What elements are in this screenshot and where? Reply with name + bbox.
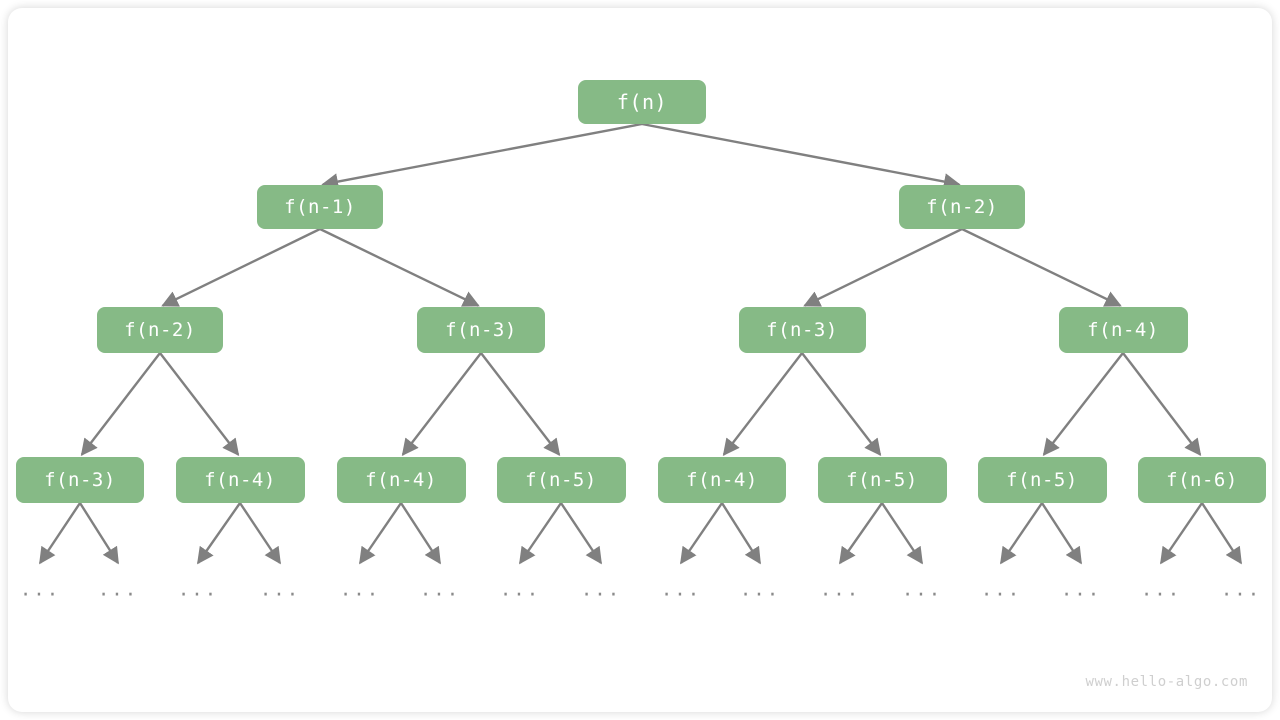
- tree-edge: [159, 352, 240, 456]
- leaf-stub-edge: [680, 502, 723, 565]
- tree-edge: [722, 352, 803, 456]
- ellipsis-label: ...: [19, 578, 61, 601]
- ellipsis-label: ...: [660, 578, 702, 601]
- tree-edge: [401, 352, 482, 456]
- edge-group: [80, 122, 1202, 456]
- ellipsis-label: ...: [499, 578, 541, 601]
- tree-edge: [319, 227, 480, 307]
- leaf-stub-edge: [78, 502, 120, 565]
- tree-edge: [480, 352, 561, 456]
- tree-node-label: f(n-5): [1006, 468, 1078, 491]
- tree-node-label: f(n): [616, 90, 668, 114]
- leaf-stub-edge: [399, 502, 442, 565]
- tree-edge: [801, 352, 882, 456]
- tree-edge: [161, 227, 321, 307]
- tree-node: f(n): [578, 80, 706, 124]
- tree-node-label: f(n-6): [1166, 468, 1238, 491]
- tree-node: f(n-3): [16, 457, 144, 503]
- recursion-tree: f(n) f(n-1) f(n-2) f(n-2) f(n-3) f(n-3) f(n-4)…: [8, 8, 1272, 712]
- tree-node: f(n-5): [496, 457, 626, 503]
- tree-node-label: f(n-2): [926, 195, 998, 218]
- ellipsis-label: ...: [1060, 578, 1102, 601]
- ellipsis-label: ...: [419, 578, 461, 601]
- tree-edge: [321, 122, 643, 190]
- tree-node-label: f(n-4): [686, 468, 758, 491]
- tree-node: f(n-5): [817, 457, 947, 503]
- ellipsis-label: ...: [259, 578, 301, 601]
- ellipsis-label: ...: [177, 578, 219, 601]
- tree-node: f(n-3): [738, 307, 866, 353]
- leaf-stub-edge: [881, 502, 923, 565]
- leaf-stub-edge: [1160, 502, 1203, 565]
- tree-node-label: f(n-3): [445, 318, 517, 341]
- tree-node: f(n-4): [658, 457, 786, 503]
- leaf-stub-group: [39, 502, 1243, 565]
- tree-node-label: f(n-2): [124, 318, 196, 341]
- tree-node-label: f(n-3): [766, 318, 838, 341]
- leaf-stub-edge: [1040, 502, 1083, 565]
- tree-node-label: f(n-4): [365, 468, 437, 491]
- leaf-stub-edge: [239, 502, 281, 565]
- tree-edge: [803, 227, 963, 307]
- leaf-stub-edge: [1000, 502, 1043, 565]
- ellipsis-label: ...: [1220, 578, 1262, 601]
- tree-node: f(n-2): [97, 307, 223, 353]
- tree-node-label: f(n-1): [284, 195, 356, 218]
- ellipsis-label: ...: [901, 578, 943, 601]
- tree-node-label: f(n-4): [204, 468, 276, 491]
- leaf-stub-edge: [560, 502, 602, 565]
- tree-edge: [80, 352, 161, 456]
- tree-node: f(n-3): [417, 307, 545, 353]
- leaf-stub-edge: [197, 502, 241, 565]
- tree-node: f(n-2): [899, 185, 1025, 229]
- tree-edge: [641, 122, 961, 190]
- ellipsis-label: ...: [980, 578, 1022, 601]
- ellipsis-label: ...: [739, 578, 781, 601]
- leaf-stub-edge: [1200, 502, 1243, 565]
- leaf-stub-edge: [359, 502, 402, 565]
- watermark: www.hello-algo.com: [1085, 674, 1248, 690]
- tree-node: f(n-5): [977, 457, 1107, 503]
- tree-node-label: f(n-5): [525, 468, 597, 491]
- leaf-stub-edge: [839, 502, 883, 565]
- tree-node-label: f(n-3): [44, 468, 116, 491]
- tree-edge: [1042, 352, 1124, 456]
- leaf-stub-edge: [39, 502, 81, 565]
- ellipsis-label: ...: [97, 578, 139, 601]
- ellipsis-label: ...: [1140, 578, 1182, 601]
- tree-node-label: f(n-5): [846, 468, 918, 491]
- diagram-canvas: f(n) f(n-1) f(n-2) f(n-2) f(n-3) f(n-3) f(n-4)…: [8, 8, 1272, 712]
- tree-node: f(n-1): [257, 185, 383, 229]
- ellipsis-label: ...: [819, 578, 861, 601]
- tree-node: f(n-6): [1138, 457, 1266, 503]
- tree-node: f(n-4): [336, 457, 466, 503]
- ellipsis-label: ...: [339, 578, 381, 601]
- tree-edge: [1122, 352, 1202, 456]
- tree-node: f(n-4): [1058, 307, 1188, 353]
- tree-node-label: f(n-4): [1087, 318, 1159, 341]
- tree-node: f(n-4): [175, 457, 305, 503]
- tree-edge: [961, 227, 1122, 307]
- leaf-stub-edge: [720, 502, 762, 565]
- ellipsis-label: ...: [580, 578, 622, 601]
- leaf-stub-edge: [519, 502, 562, 565]
